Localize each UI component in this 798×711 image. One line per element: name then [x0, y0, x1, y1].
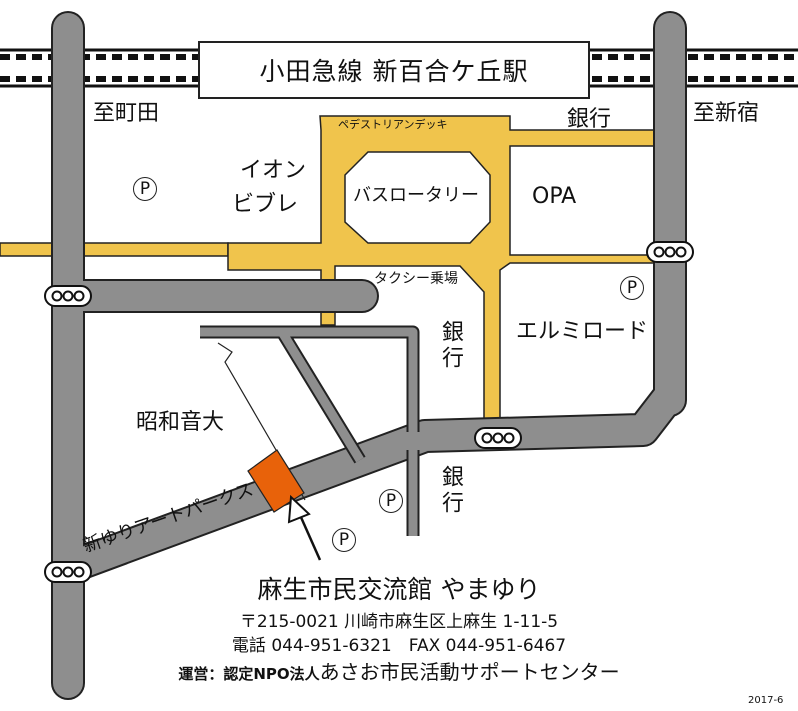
bank-label-mid: 銀行 — [438, 320, 463, 372]
venue-phone-fax: 電話 044-951-6321 FAX 044-951-6467 — [231, 636, 567, 656]
pedestrian-deck-label: ペデストリアンデッキ — [338, 118, 448, 131]
direction-shinjuku: 至新宿 — [693, 101, 760, 126]
showa-university-label: 昭和音大 — [136, 410, 225, 435]
elmiroad-label: エルミロード — [516, 319, 649, 344]
parking-icon: P — [620, 276, 644, 300]
station-name: 小田急線 新百合ケ丘駅 — [259, 57, 529, 86]
venue-building — [247, 449, 305, 513]
traffic-light-4 — [474, 427, 522, 449]
university-boundary — [217, 342, 306, 501]
bank-label-low: 銀行 — [438, 465, 463, 517]
parking-icon: P — [379, 489, 403, 513]
taxi-stand-label: タクシー乗場 — [374, 271, 458, 287]
traffic-light-2 — [44, 561, 92, 583]
venue-operator: 運営：認定NPO法人あさお市民活動サポートセンター — [0, 656, 798, 685]
aeon-label-line1: イオン — [240, 158, 307, 183]
traffic-light-3 — [646, 241, 694, 263]
venue-arrow — [287, 494, 322, 561]
date-stamp: 2017-6 — [748, 695, 784, 706]
bank-label-top: 銀行 — [567, 107, 612, 132]
operator-name: あさお市民活動サポートセンター — [319, 660, 620, 684]
station-name-box: 小田急線 新百合ケ丘駅 — [198, 41, 590, 99]
operator-prefix: 運営：認定NPO法人 — [178, 665, 320, 683]
venue-name: 麻生市民交流館 やまゆり — [257, 575, 541, 604]
opa-label: OPA — [532, 184, 577, 209]
venue-address: 〒215-0021 川崎市麻生区上麻生 1-11-5 — [239, 612, 559, 632]
parking-icon: P — [133, 177, 157, 201]
parking-icon: P — [332, 528, 356, 552]
direction-machida: 至町田 — [93, 101, 160, 126]
aeon-label-line2: ビブレ — [232, 192, 299, 217]
traffic-light-1 — [44, 285, 92, 307]
bus-rotary-label: バスロータリー — [353, 185, 479, 206]
